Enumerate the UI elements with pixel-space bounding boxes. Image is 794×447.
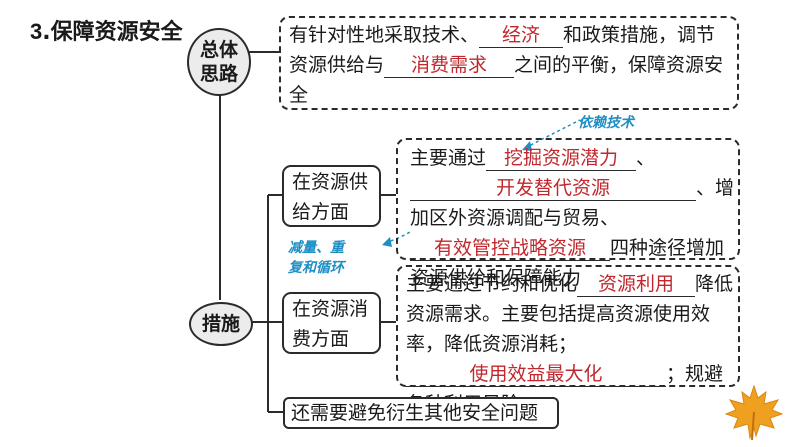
blank-answer-utilization: 资源利用 (577, 272, 695, 297)
overall-idea-box: 有针对性地采取技术、经济和政策措施，调节资源供给与消费需求之间的平衡，保障资源安… (279, 16, 739, 110)
blank-answer-strategic: 有效管控战略资源 (410, 236, 610, 261)
maple-leaf-icon (722, 382, 786, 442)
supply-content-box: 主要通过挖掘资源潜力、开发替代资源、增加区外资源调配与贸易、有效管控战略资源四种… (396, 138, 740, 260)
consumption-content-box: 主要通过节约和优化资源利用降低资源需求。主要包括提高资源使用效率，降低资源消耗；… (396, 265, 740, 387)
blank-answer-potential: 挖掘资源潜力 (486, 146, 636, 171)
blank-answer-alternative: 开发替代资源 (410, 176, 696, 201)
blank-answer-demand: 消费需求 (384, 53, 514, 78)
annotation-rely-on-technology: 依赖技术 (578, 112, 634, 132)
blank-answer-economy: 经济 (479, 23, 563, 48)
measures-node: 措施 (189, 302, 253, 346)
overall-idea-text: 有针对性地采取技术、经济和政策措施，调节资源供给与消费需求之间的平衡，保障资源安… (289, 20, 733, 110)
blank-answer-benefit: 使用效益最大化 (406, 362, 666, 387)
supply-label-box: 在资源供 给方面 (282, 165, 381, 227)
overall-idea-node: 总体 思路 (187, 28, 251, 96)
annotation-reduce-reuse-recycle: 减量、重 复和循环 (288, 238, 344, 278)
other-measure-box: 还需要避免衍生其他安全问题 (283, 397, 559, 429)
consumption-label-box: 在资源消 费方面 (282, 292, 381, 354)
